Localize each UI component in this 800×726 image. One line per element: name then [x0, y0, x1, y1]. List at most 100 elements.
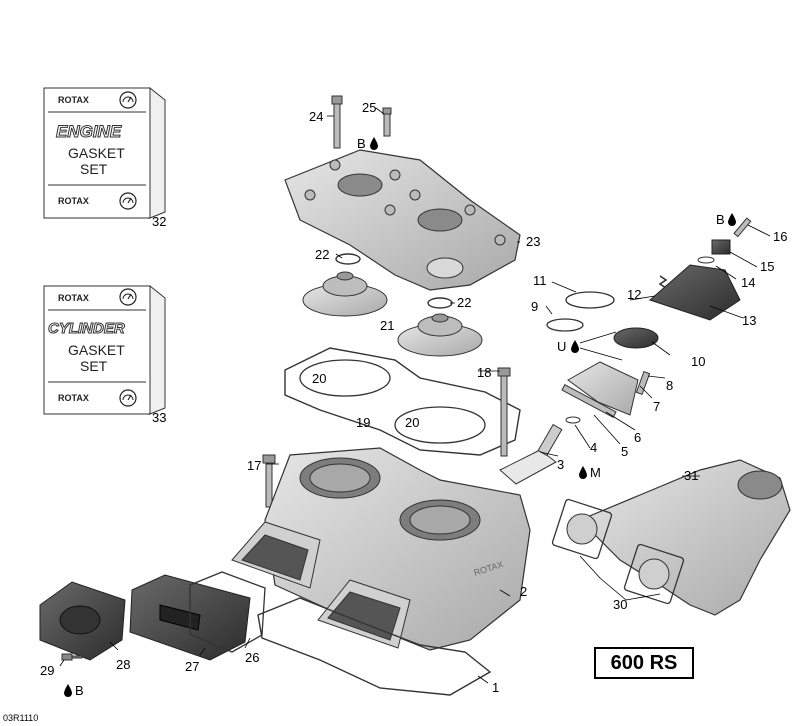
leader-lines: [59, 107, 771, 684]
cylinder-head[interactable]: [284, 149, 521, 291]
callout-31: 31: [684, 468, 698, 483]
cylinder-kit-line2: GASKET: [68, 342, 125, 358]
callout-13: 13: [742, 313, 756, 328]
callout-14: 14: [741, 275, 755, 290]
callout-33: 33: [152, 410, 166, 425]
intake-screw[interactable]: [61, 653, 83, 661]
engine-kit-line2: GASKET: [68, 145, 125, 161]
callout-32: 32: [152, 214, 166, 229]
rotax-gauge-icon: [119, 389, 137, 407]
callout-25: 25: [362, 100, 376, 115]
valve-piston[interactable]: [613, 327, 659, 349]
callout-24: 24: [309, 109, 323, 124]
cylinder-kit-brand-bottom: ROTAX: [58, 393, 89, 403]
engine-kit-title: ENGINE: [56, 122, 122, 141]
rotax-gauge-icon: [119, 91, 137, 109]
note-b-head-stud: B: [357, 136, 366, 151]
callout-23: 23: [526, 234, 540, 249]
o-ring-right[interactable]: [427, 297, 453, 309]
callout-26: 26: [245, 650, 259, 665]
callout-20-left: 20: [312, 371, 326, 386]
crankcase-gasket[interactable]: [257, 597, 492, 696]
callout-10: 10: [691, 354, 705, 369]
diagram-reference: 03R1110: [3, 713, 39, 723]
exhaust-manifold[interactable]: [578, 459, 791, 616]
adjustment-knob[interactable]: [711, 239, 731, 255]
intake-adapter[interactable]: [39, 581, 126, 661]
lubricant-notes: B B U M B: [64, 136, 736, 698]
callout-28: 28: [116, 657, 130, 672]
callout-30: 30: [613, 597, 627, 612]
cover-o-ring[interactable]: [697, 256, 715, 264]
callout-21: 21: [380, 318, 394, 333]
callout-7: 7: [653, 399, 660, 414]
head-stud-short[interactable]: [382, 107, 392, 137]
exhaust-gasket-upper[interactable]: [551, 498, 613, 560]
piston-o-ring-large[interactable]: [565, 291, 615, 309]
callout-22-right: 22: [457, 295, 471, 310]
cylinder-gasket-set-kit[interactable]: ROTAX CYLINDER GASKET SET ROTAX: [43, 284, 166, 415]
cylinder-kit-brand-top: ROTAX: [58, 293, 89, 303]
lubricant-drop-icon: [728, 213, 736, 226]
o-ring-left[interactable]: [335, 253, 361, 265]
housing-screw[interactable]: [635, 370, 651, 396]
cylinder-kit-title: CYLINDER: [48, 320, 125, 337]
callout-3: 3: [557, 457, 564, 472]
callout-18: 18: [477, 365, 491, 380]
callout-16: 16: [773, 229, 787, 244]
note-b-intake-screw: B: [75, 683, 84, 698]
valve-housing[interactable]: [567, 361, 639, 416]
valve-cover[interactable]: [649, 264, 741, 321]
cylinder-block[interactable]: ROTAX: [264, 447, 531, 651]
reed-cage-housing-upper: [231, 521, 321, 589]
lubricant-drop-icon: [571, 340, 579, 353]
callout-labels: 1 2 3 4 5 6 7 8 9 10 11 12 13 14 15 16 1…: [40, 100, 787, 695]
combustion-chamber-left[interactable]: [302, 271, 388, 317]
cylinder-bolt-left[interactable]: [262, 454, 276, 508]
callout-12: 12: [627, 287, 641, 302]
cover-screw[interactable]: [733, 217, 752, 238]
engine-kit-brand-top: ROTAX: [58, 95, 89, 105]
lubricant-drop-icon: [370, 137, 378, 150]
exhaust-valve-blade[interactable]: [499, 423, 563, 485]
engine-kit-line3: SET: [80, 161, 108, 177]
callout-11: 11: [533, 273, 547, 288]
callout-17: 17: [247, 458, 261, 473]
piston-o-ring-small[interactable]: [546, 318, 584, 332]
cylinder-o-ring-right[interactable]: [394, 406, 486, 444]
callout-4: 4: [590, 440, 597, 455]
note-u-o-rings: U: [557, 339, 566, 354]
callout-22-left: 22: [315, 247, 329, 262]
callout-2: 2: [520, 584, 527, 599]
note-b-cover-screw: B: [716, 212, 725, 227]
note-m-valve: M: [590, 465, 601, 480]
cylinder-kit-line3: SET: [80, 358, 108, 374]
head-bolt-long[interactable]: [331, 95, 343, 149]
callout-27: 27: [185, 659, 199, 674]
cylinder-bolt-right[interactable]: [497, 367, 511, 457]
combustion-chamber-right[interactable]: [397, 313, 483, 357]
callout-8: 8: [666, 378, 673, 393]
callout-1: 1: [492, 680, 499, 695]
model-label: 600 RS: [594, 647, 694, 679]
callout-9: 9: [531, 299, 538, 314]
callout-6: 6: [634, 430, 641, 445]
callout-5: 5: [621, 444, 628, 459]
callout-15: 15: [760, 259, 774, 274]
valve-gasket[interactable]: [561, 384, 617, 418]
engine-kit-brand-bottom: ROTAX: [58, 196, 89, 206]
callout-19: 19: [356, 415, 370, 430]
reed-valve-gasket[interactable]: [189, 571, 266, 653]
exhaust-gasket-lower[interactable]: [623, 543, 685, 605]
callout-20-right: 20: [405, 415, 419, 430]
lubricant-drop-icon: [579, 466, 587, 479]
callout-29: 29: [40, 663, 54, 678]
reed-cage-housing-lower: [317, 579, 411, 649]
lubricant-drop-icon: [64, 684, 72, 697]
valve-rod-o-ring[interactable]: [565, 416, 581, 424]
cylinder-o-ring-left[interactable]: [299, 359, 391, 397]
engine-gasket-set-kit[interactable]: ROTAX ENGINE GASKET SET ROTAX: [43, 86, 166, 219]
head-gasket[interactable]: [284, 347, 521, 456]
rotax-gauge-icon: [119, 288, 137, 306]
